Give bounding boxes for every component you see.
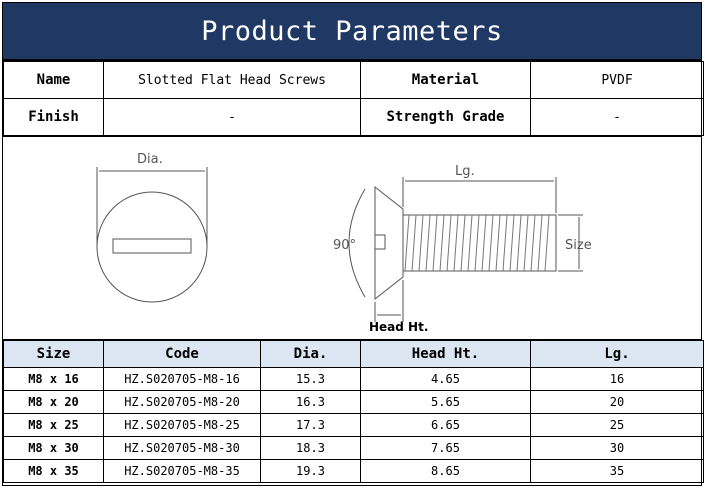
spec-cell: M8 x 16 <box>3 367 104 391</box>
spec-cell: HZ.S020705-M8-16 <box>103 367 261 391</box>
slot-shape <box>112 238 192 254</box>
spec-cell: 5.65 <box>360 390 531 414</box>
head-height-dim-label: Head Ht. <box>369 320 428 334</box>
spec-cell: 16.3 <box>260 390 361 414</box>
page-title: Product Parameters <box>3 3 701 61</box>
name-value: Slotted Flat Head Screws <box>103 61 361 99</box>
spec-header-cell: Size <box>3 340 104 368</box>
screw-diagram: Dia. Lg. 90° Size Head Ht. <box>3 136 701 340</box>
thread-body-shape <box>402 214 557 272</box>
spec-cell: 19.3 <box>260 459 361 483</box>
spec-cell: 6.65 <box>360 413 531 437</box>
strength-value: - <box>530 98 704 136</box>
angle-dim-label: 90° <box>333 238 356 253</box>
spec-cell: HZ.S020705-M8-25 <box>103 413 261 437</box>
spec-cell: M8 x 20 <box>3 390 104 414</box>
countersunk-head-shape <box>374 185 404 301</box>
size-dim-label: Size <box>565 238 592 253</box>
spec-cell: 17.3 <box>260 413 361 437</box>
spec-cell: M8 x 35 <box>3 459 104 483</box>
info-row-name: Name Slotted Flat Head Screws Material P… <box>3 61 704 99</box>
spec-cell: 8.65 <box>360 459 531 483</box>
spec-header-cell: Lg. <box>530 340 704 368</box>
thread-lines <box>404 214 550 272</box>
material-value: PVDF <box>530 61 704 99</box>
info-row-finish: Finish - Strength Grade - <box>3 98 704 136</box>
finish-label: Finish <box>3 98 104 136</box>
spec-header-cell: Head Ht. <box>360 340 531 368</box>
spec-cell: 35 <box>530 459 704 483</box>
strength-label: Strength Grade <box>360 98 531 136</box>
dia-dim-label: Dia. <box>137 152 163 167</box>
spec-cell: 15.3 <box>260 367 361 391</box>
spec-cell: HZ.S020705-M8-35 <box>103 459 261 483</box>
spec-cell: 30 <box>530 436 704 460</box>
spec-cell: M8 x 30 <box>3 436 104 460</box>
name-label: Name <box>3 61 104 99</box>
spec-cell: 18.3 <box>260 436 361 460</box>
spec-header-cell: Code <box>103 340 261 368</box>
spec-cell: M8 x 25 <box>3 413 104 437</box>
spec-cell: 7.65 <box>360 436 531 460</box>
spec-cell: 4.65 <box>360 367 531 391</box>
info-table: Name Slotted Flat Head Screws Material P… <box>3 61 704 136</box>
material-label: Material <box>360 61 531 99</box>
finish-value: - <box>103 98 361 136</box>
lg-dim-label: Lg. <box>455 164 475 179</box>
spec-cell: 16 <box>530 367 704 391</box>
screw-drawing: Dia. Lg. 90° Size Head Ht. <box>96 152 592 334</box>
spec-cell: 20 <box>530 390 704 414</box>
spec-cell: HZ.S020705-M8-30 <box>103 436 261 460</box>
spec-header-cell: Dia. <box>260 340 361 368</box>
spec-cell: 25 <box>530 413 704 437</box>
spec-cell: HZ.S020705-M8-20 <box>103 390 261 414</box>
